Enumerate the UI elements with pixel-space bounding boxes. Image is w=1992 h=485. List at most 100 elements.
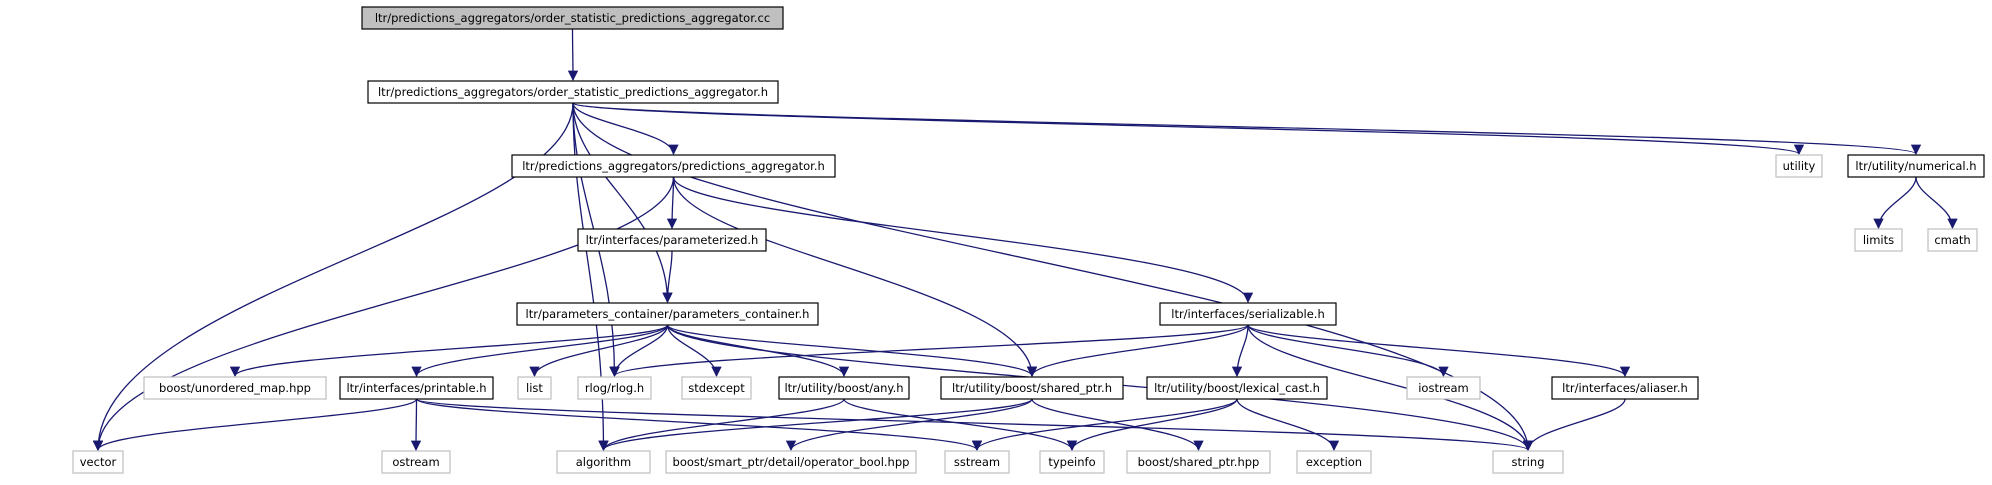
edge-ltr-interfaces-serializable-h-to-ltr-utility-boost-shared-ptr-h bbox=[1026, 324, 1249, 378]
node-box bbox=[940, 376, 1124, 400]
node-box bbox=[1406, 376, 1481, 400]
edge-ltr-predictions-aggregators-order-statistic-predictions-aggregator-h-to-ltr-predictions-aggregators-predictions-aggregator-h bbox=[572, 102, 679, 156]
node-box bbox=[577, 228, 767, 252]
node-algorithm: algorithm bbox=[556, 450, 651, 474]
edges-layer bbox=[92, 28, 1958, 452]
edge-ltr-parameters-container-parameters-container-h-to-boost-unordered-map-hpp bbox=[229, 324, 669, 378]
node-ltr-interfaces-aliaser-h[interactable]: ltr/interfaces/aliaser.h bbox=[1551, 376, 1699, 400]
node-cmath: cmath bbox=[1927, 228, 1978, 252]
edge-ltr-predictions-aggregators-order-statistic-predictions-aggregator-cc-to-ltr-predictions-aggregators-order-statistic-predictions-aggregator-h bbox=[567, 28, 579, 82]
edge-ltr-parameters-container-parameters-container-h-to-stdexcept bbox=[666, 324, 722, 378]
node-label: ltr/interfaces/printable.h bbox=[346, 381, 486, 395]
node-ltr-utility-boost-any-h[interactable]: ltr/utility/boost/any.h bbox=[778, 376, 910, 400]
node-box bbox=[1126, 450, 1271, 474]
node-box bbox=[1296, 450, 1372, 474]
node-vector: vector bbox=[72, 450, 124, 474]
node-label: ostream bbox=[392, 455, 439, 469]
node-label: ltr/utility/boost/shared_ptr.h bbox=[952, 381, 1112, 395]
node-box bbox=[361, 6, 784, 30]
edge-ltr-interfaces-serializable-h-to-ltr-interfaces-aliaser-h bbox=[1247, 324, 1631, 378]
node-ltr-predictions-aggregators-predictions-aggregator-h[interactable]: ltr/predictions_aggregators/predictions_… bbox=[511, 154, 836, 178]
edge-ltr-interfaces-aliaser-h-to-string bbox=[1522, 398, 1626, 452]
node-box bbox=[517, 376, 552, 400]
node-rlog-rlog-h: rlog/rlog.h bbox=[577, 376, 652, 400]
node-box bbox=[72, 450, 124, 474]
edge-ltr-utility-boost-any-h-to-typeinfo bbox=[843, 398, 1078, 452]
node-label: ltr/utility/boost/lexical_cast.h bbox=[1154, 381, 1320, 395]
node-ltr-utility-boost-shared-ptr-h[interactable]: ltr/utility/boost/shared_ptr.h bbox=[940, 376, 1124, 400]
node-ostream: ostream bbox=[381, 450, 451, 474]
node-list: list bbox=[517, 376, 552, 400]
node-label: ltr/predictions_aggregators/order_statis… bbox=[375, 11, 770, 25]
node-ltr-utility-numerical-h[interactable]: ltr/utility/numerical.h bbox=[1847, 154, 1985, 178]
node-label: boost/unordered_map.hpp bbox=[159, 381, 311, 395]
node-box bbox=[1854, 228, 1903, 252]
node-label: utility bbox=[1783, 159, 1816, 173]
node-box bbox=[1551, 376, 1699, 400]
node-string: string bbox=[1492, 450, 1564, 474]
nodes-layer: ltr/predictions_aggregators/order_statis… bbox=[72, 6, 1985, 474]
edge-ltr-parameters-container-parameters-container-h-to-ltr-interfaces-printable-h bbox=[411, 324, 669, 378]
node-label: limits bbox=[1863, 233, 1894, 247]
edge-ltr-interfaces-serializable-h-to-ltr-utility-boost-lexical-cast-h bbox=[1231, 324, 1249, 378]
edge-ltr-predictions-aggregators-predictions-aggregator-h-to-vector bbox=[92, 176, 675, 452]
node-label: ltr/parameters_container/parameters_cont… bbox=[526, 307, 810, 321]
edge-ltr-interfaces-printable-h-to-string bbox=[415, 398, 1533, 452]
node-label: stdexcept bbox=[688, 381, 745, 395]
node-boost-smart-ptr-detail-operator-bool-hpp: boost/smart_ptr/detail/operator_bool.hpp bbox=[665, 450, 917, 474]
node-sstream: sstream bbox=[944, 450, 1010, 474]
edge-ltr-interfaces-printable-h-to-vector bbox=[92, 398, 418, 452]
node-ltr-interfaces-parameterized-h[interactable]: ltr/interfaces/parameterized.h bbox=[577, 228, 767, 252]
edge-ltr-utility-numerical-h-to-cmath bbox=[1915, 176, 1958, 230]
node-box bbox=[1492, 450, 1564, 474]
node-box bbox=[556, 450, 651, 474]
node-exception: exception bbox=[1296, 450, 1372, 474]
node-ltr-parameters-container-parameters-container-h[interactable]: ltr/parameters_container/parameters_cont… bbox=[516, 302, 819, 326]
node-box bbox=[665, 450, 917, 474]
node-label: boost/smart_ptr/detail/operator_bool.hpp bbox=[673, 455, 910, 469]
node-ltr-predictions-aggregators-order-statistic-predictions-aggregator-h[interactable]: ltr/predictions_aggregators/order_statis… bbox=[367, 80, 779, 104]
edge-ltr-predictions-aggregators-order-statistic-predictions-aggregator-h-to-ltr-utility-numerical-h bbox=[572, 102, 1921, 156]
edge-ltr-interfaces-serializable-h-to-iostream bbox=[1247, 324, 1449, 378]
node-boost-unordered-map-hpp: boost/unordered_map.hpp bbox=[143, 376, 327, 400]
edge-ltr-interfaces-serializable-h-to-string bbox=[1247, 324, 1534, 452]
node-label: algorithm bbox=[576, 455, 632, 469]
node-label: ltr/utility/numerical.h bbox=[1855, 159, 1976, 173]
edge-ltr-parameters-container-parameters-container-h-to-list bbox=[529, 324, 669, 378]
node-ltr-interfaces-printable-h[interactable]: ltr/interfaces/printable.h bbox=[339, 376, 494, 400]
node-box bbox=[577, 376, 652, 400]
node-utility: utility bbox=[1775, 154, 1823, 178]
node-label: exception bbox=[1306, 455, 1362, 469]
node-label: ltr/interfaces/parameterized.h bbox=[586, 233, 759, 247]
node-label: sstream bbox=[954, 455, 1000, 469]
edge-ltr-utility-boost-lexical-cast-h-to-typeinfo bbox=[1066, 398, 1238, 452]
node-box bbox=[944, 450, 1010, 474]
node-box bbox=[339, 376, 494, 400]
edge-ltr-utility-boost-lexical-cast-h-to-sstream bbox=[971, 398, 1238, 452]
node-ltr-interfaces-serializable-h[interactable]: ltr/interfaces/serializable.h bbox=[1159, 302, 1337, 326]
edge-ltr-predictions-aggregators-order-statistic-predictions-aggregator-h-to-ltr-parameters-container-parameters-container-h bbox=[572, 102, 673, 304]
edge-ltr-interfaces-printable-h-to-sstream bbox=[415, 398, 982, 452]
node-label: vector bbox=[80, 455, 117, 469]
node-label: cmath bbox=[1934, 233, 1970, 247]
node-box bbox=[516, 302, 819, 326]
edge-ltr-interfaces-serializable-h-to-rlog-rlog-h bbox=[609, 324, 1249, 378]
edge-ltr-utility-boost-shared-ptr-h-to-boost-smart-ptr-detail-operator-bool-hpp bbox=[785, 398, 1033, 452]
node-stdexcept: stdexcept bbox=[681, 376, 752, 400]
node-box bbox=[143, 376, 327, 400]
edge-ltr-utility-boost-shared-ptr-h-to-boost-shared-ptr-hpp bbox=[1031, 398, 1204, 452]
node-label: iostream bbox=[1418, 381, 1469, 395]
node-label: ltr/interfaces/aliaser.h bbox=[1562, 381, 1688, 395]
node-box bbox=[778, 376, 910, 400]
node-ltr-utility-boost-lexical-cast-h[interactable]: ltr/utility/boost/lexical_cast.h bbox=[1146, 376, 1328, 400]
edge-ltr-interfaces-parameterized-h-to-ltr-parameters-container-parameters-container-h bbox=[662, 250, 673, 304]
edge-ltr-predictions-aggregators-order-statistic-predictions-aggregator-h-to-vector bbox=[92, 102, 574, 452]
node-label: ltr/interfaces/serializable.h bbox=[1171, 307, 1325, 321]
node-ltr-predictions-aggregators-order-statistic-predictions-aggregator-cc[interactable]: ltr/predictions_aggregators/order_statis… bbox=[361, 6, 784, 30]
edge-ltr-predictions-aggregators-predictions-aggregator-h-to-ltr-utility-boost-shared-ptr-h bbox=[672, 176, 1038, 378]
edge-ltr-utility-boost-lexical-cast-h-to-exception bbox=[1236, 398, 1340, 452]
edge-ltr-utility-boost-any-h-to-algorithm bbox=[598, 398, 845, 452]
edge-ltr-predictions-aggregators-predictions-aggregator-h-to-ltr-interfaces-serializable-h bbox=[672, 176, 1254, 304]
node-box bbox=[1775, 154, 1823, 178]
node-box bbox=[1039, 450, 1105, 474]
